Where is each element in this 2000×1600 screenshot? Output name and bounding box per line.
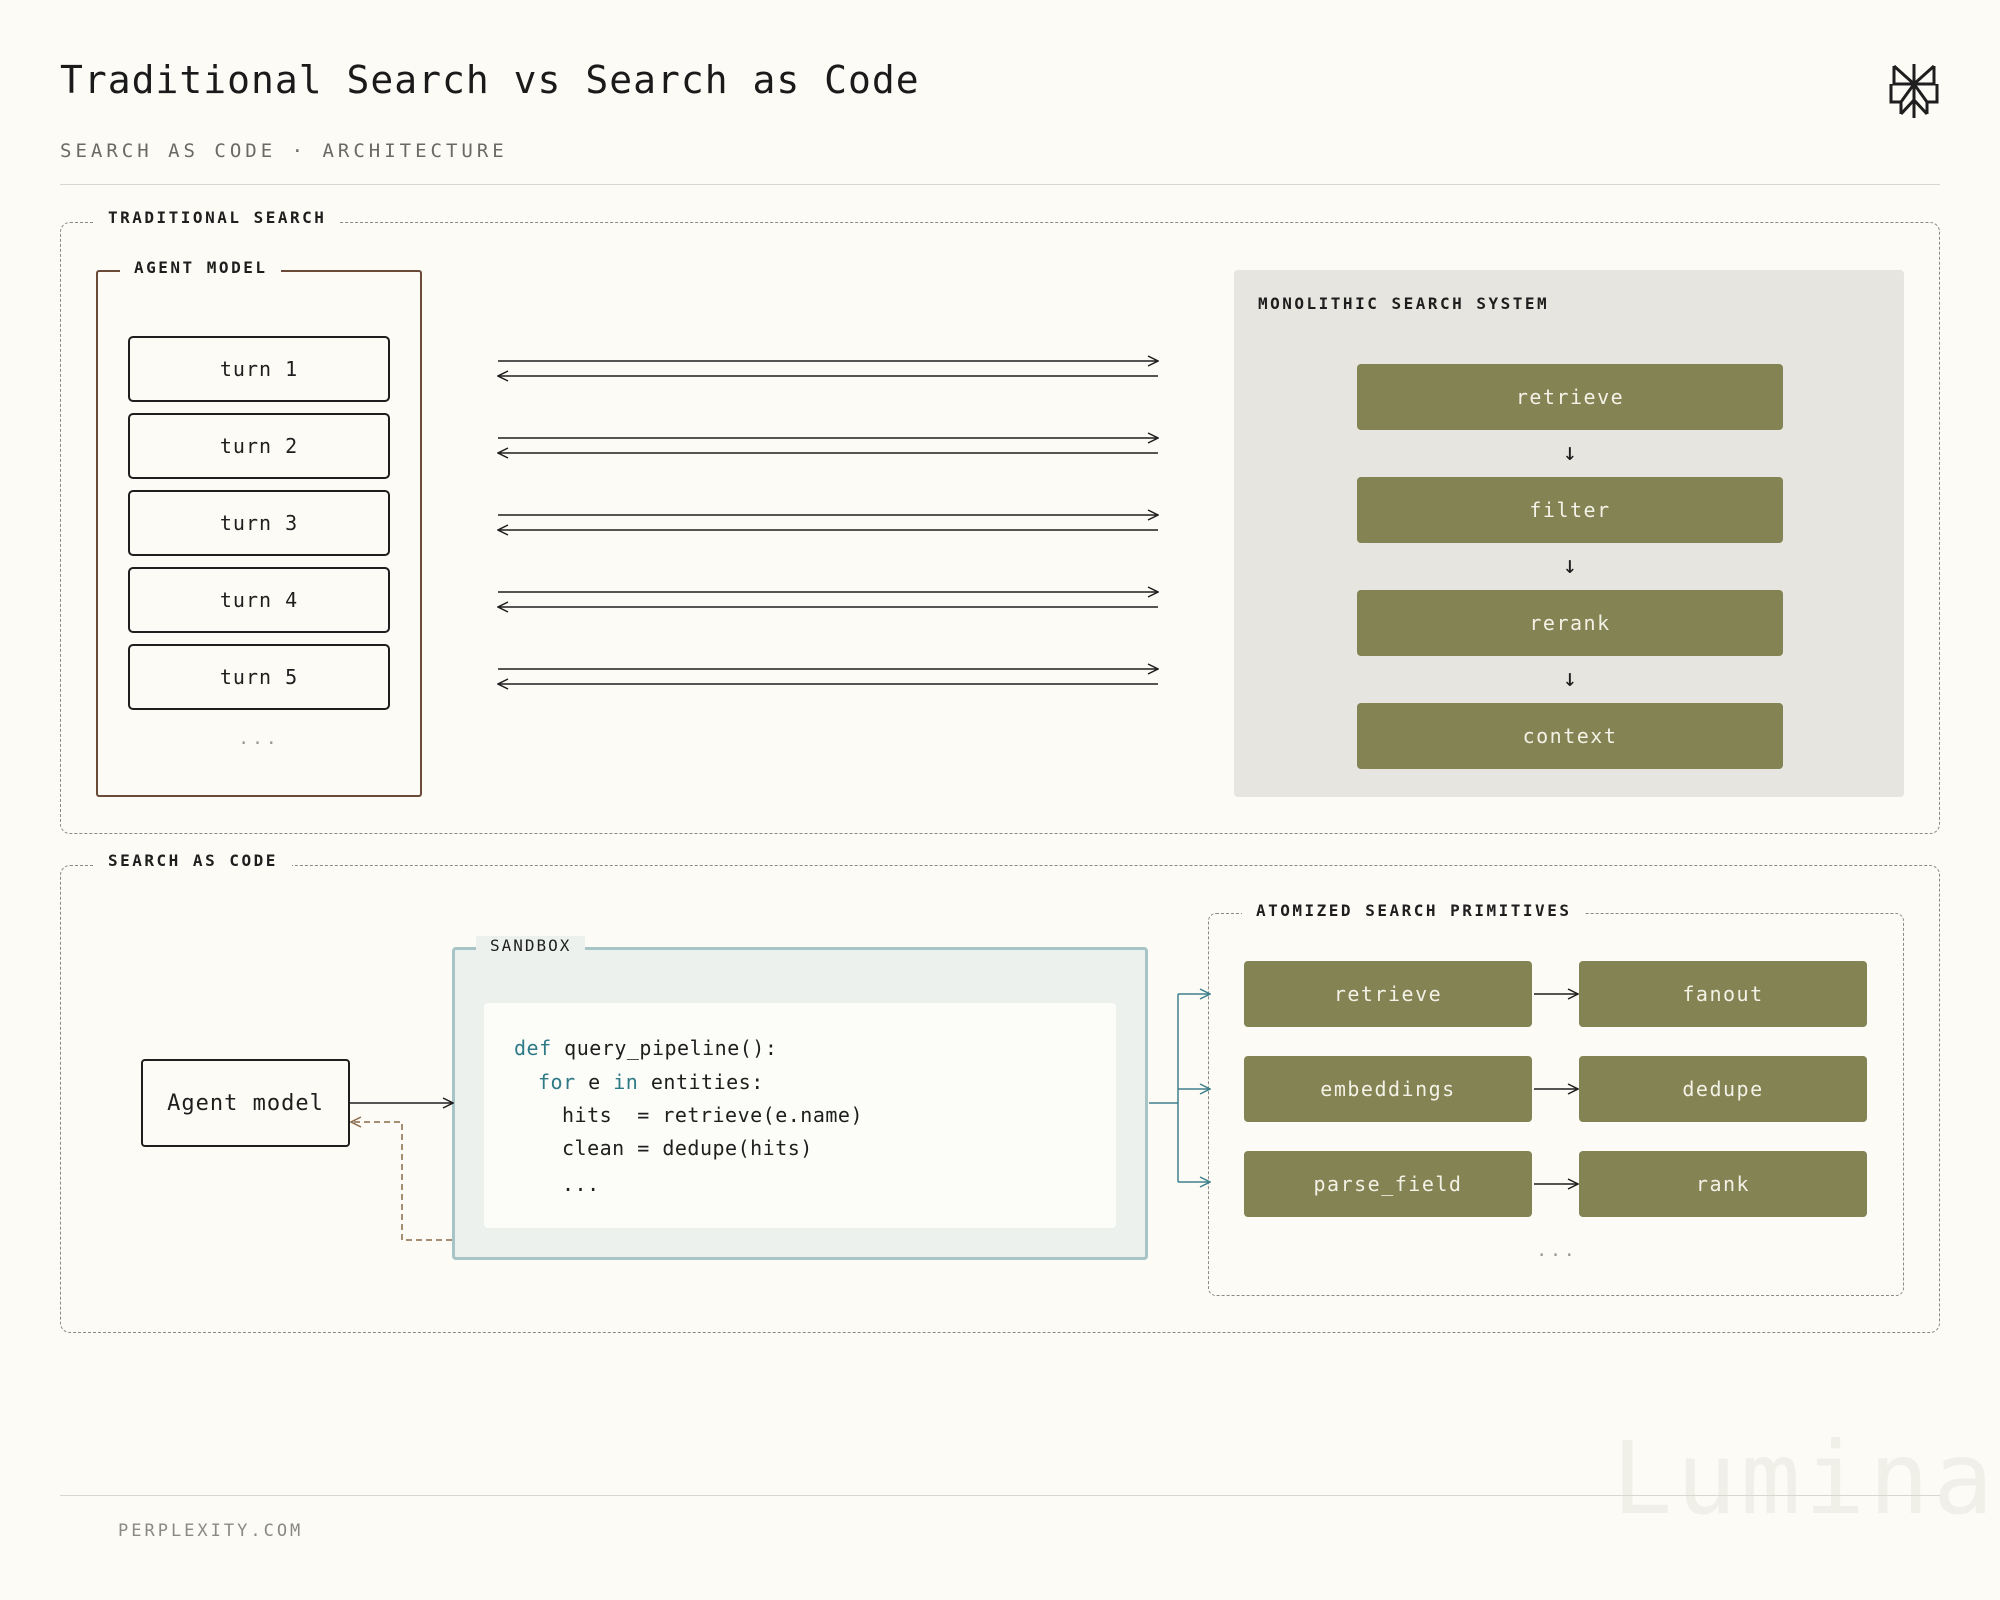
stage-retrieve: retrieve	[1357, 364, 1783, 430]
sandbox-return-arrow	[351, 1122, 452, 1241]
footer-divider	[60, 1495, 1940, 1496]
more-turns-ellipsis: ...	[238, 728, 280, 749]
code-keyword: in	[613, 1070, 639, 1094]
code-line: for e in entities:	[538, 1070, 764, 1094]
traditional-search-section	[60, 222, 1940, 834]
turn-box: turn 1	[128, 336, 390, 402]
turn-box: turn 5	[128, 644, 390, 710]
code-editor	[484, 1003, 1116, 1228]
monolithic-search-system-label: MONOLITHIC SEARCH SYSTEM	[1258, 294, 1550, 313]
more-primitives-ellipsis: ...	[1536, 1240, 1578, 1261]
stage-filter: filter	[1357, 477, 1783, 543]
primitive-dedupe: dedupe	[1579, 1056, 1867, 1122]
down-arrow-icon: ↓	[1562, 664, 1578, 692]
agent-model-box: Agent model	[141, 1059, 350, 1147]
turn-box: turn 4	[128, 567, 390, 633]
primitive-embeddings: embeddings	[1244, 1056, 1532, 1122]
asterisk-grid-logo-icon	[1889, 64, 1939, 118]
code-keyword: for	[538, 1070, 576, 1094]
turn-box: turn 3	[128, 490, 390, 556]
down-arrow-icon: ↓	[1562, 438, 1578, 466]
stage-rerank: rerank	[1357, 590, 1783, 656]
down-arrow-icon: ↓	[1562, 551, 1578, 579]
traditional-search-label: TRADITIONAL SEARCH	[94, 208, 341, 227]
footer-site-link[interactable]: PERPLEXITY.COM	[118, 1521, 304, 1541]
code-text: e	[575, 1070, 614, 1094]
atomized-primitives-label: ATOMIZED SEARCH PRIMITIVES	[1242, 901, 1586, 920]
search-as-code-section	[60, 865, 1940, 1333]
code-text: entities:	[638, 1070, 764, 1094]
lumina-watermark: Lumina	[1612, 1420, 1998, 1537]
turn-box: turn 2	[128, 413, 390, 479]
primitive-retrieve: retrieve	[1244, 961, 1532, 1027]
page-subtitle: SEARCH AS CODE · ARCHITECTURE	[60, 140, 508, 162]
primitive-fanout: fanout	[1579, 961, 1867, 1027]
page-title: Traditional Search vs Search as Code	[60, 58, 920, 102]
agent-model-label: AGENT MODEL	[120, 258, 282, 277]
code-line: def query_pipeline():	[514, 1036, 777, 1060]
primitive-rank: rank	[1579, 1151, 1867, 1217]
primitive-parse-field: parse_field	[1244, 1151, 1532, 1217]
search-as-code-label: SEARCH AS CODE	[94, 851, 292, 870]
stage-context: context	[1357, 703, 1783, 769]
code-line: clean = dedupe(hits)	[562, 1136, 813, 1160]
code-line: ...	[562, 1172, 600, 1196]
code-text: query_pipeline():	[551, 1036, 778, 1060]
sandbox-label: SANDBOX	[476, 936, 586, 955]
code-line: hits = retrieve(e.name)	[562, 1103, 863, 1127]
header-divider	[60, 184, 1940, 185]
code-keyword: def	[514, 1036, 552, 1060]
